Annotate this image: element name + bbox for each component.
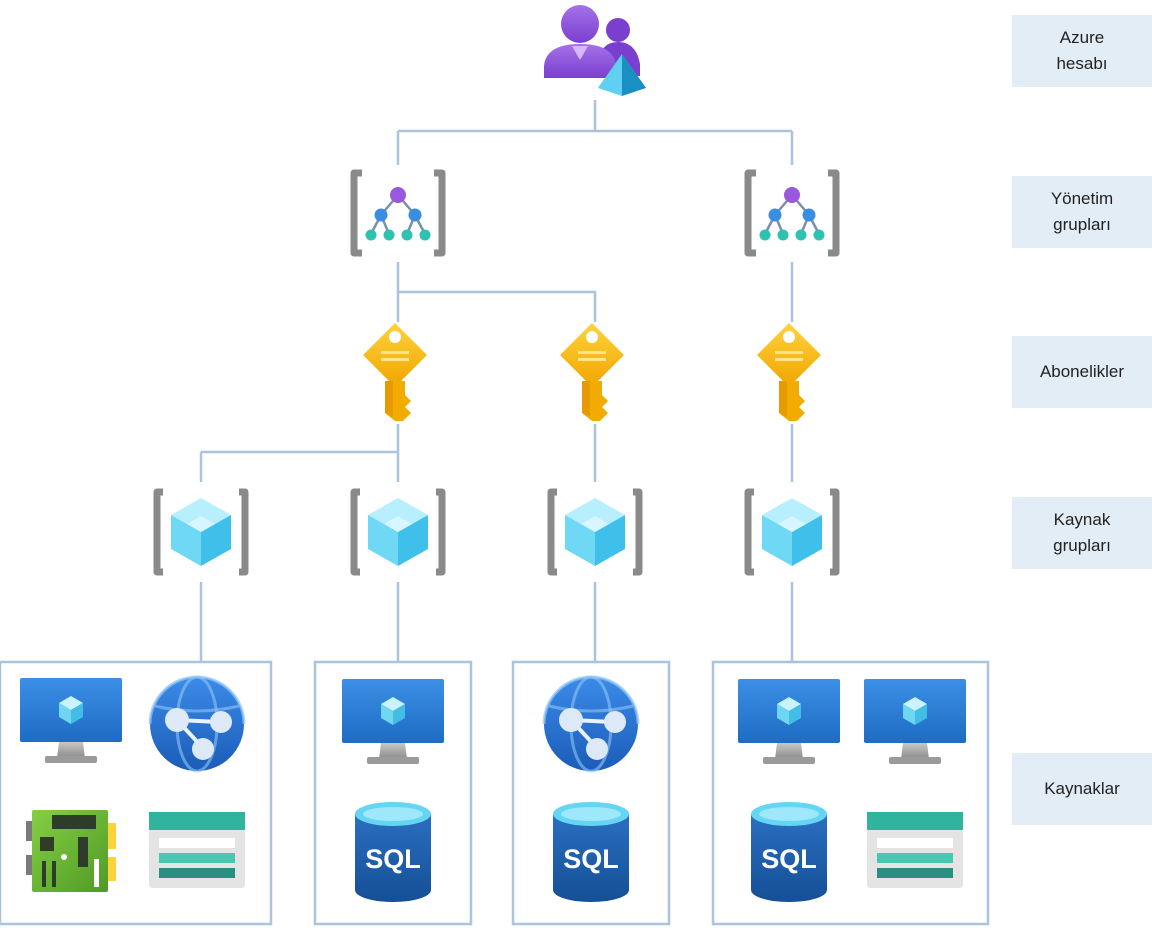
level-label-resources-text: Kaynaklar: [1044, 779, 1120, 798]
resource-box-1: [0, 660, 273, 926]
resource-group-icon: [157, 492, 245, 572]
resource-box-4: [711, 660, 990, 926]
sql-label: SQL: [365, 844, 421, 874]
level-label-management-groups-text: Yönetim grupları: [1050, 189, 1114, 234]
azure-account-icon: [544, 5, 646, 96]
connector-mg1-to-subs: [396, 262, 597, 322]
level-label-account: Azure hesabı: [1012, 15, 1152, 87]
storage-account-icon: [149, 812, 245, 888]
resource-group-icon: [551, 492, 639, 572]
connector-account-to-mg: [396, 100, 794, 165]
management-group-icon: [354, 173, 442, 253]
level-label-subscriptions: Abonelikler: [1012, 336, 1152, 408]
subscription-key-icon: [560, 323, 624, 421]
web-app-icon: [542, 675, 640, 773]
sql-database-icon: SQL: [355, 802, 431, 902]
iot-device-icon: [26, 810, 116, 892]
level-label-resource-groups: Kaynak grupları: [1012, 497, 1152, 569]
level-label-management-groups: Yönetim grupları: [1012, 176, 1152, 248]
level-label-subscriptions-text: Abonelikler: [1039, 362, 1125, 381]
connector-lines: [199, 100, 794, 662]
resource-group-icon: [354, 492, 442, 572]
level-label-resources: Kaynaklar: [1012, 753, 1152, 825]
storage-account-icon: [867, 812, 963, 888]
virtual-machine-icon: [864, 679, 966, 764]
connector-rgs-to-resources: [199, 582, 794, 662]
sql-label: SQL: [563, 844, 619, 874]
sql-label: SQL: [761, 844, 817, 874]
management-group-icon: [748, 173, 836, 253]
web-app-icon: [148, 675, 246, 773]
sql-database-icon: SQL: [751, 802, 827, 902]
resource-box-3: [511, 660, 671, 926]
subscription-key-icon: [363, 323, 427, 421]
virtual-machine-icon: [20, 678, 122, 763]
level-label-account-text: Azure hesabı: [1056, 28, 1108, 73]
resource-group-icon: [748, 492, 836, 572]
level-label-resource-groups-text: Kaynak grupları: [1053, 510, 1111, 555]
virtual-machine-icon: [738, 679, 840, 764]
sql-database-icon: SQL: [553, 802, 629, 902]
subscription-key-icon: [757, 323, 821, 421]
resource-box-2: [313, 660, 473, 926]
virtual-machine-icon: [342, 679, 444, 764]
connector-sub1-to-rgs: [199, 424, 400, 482]
